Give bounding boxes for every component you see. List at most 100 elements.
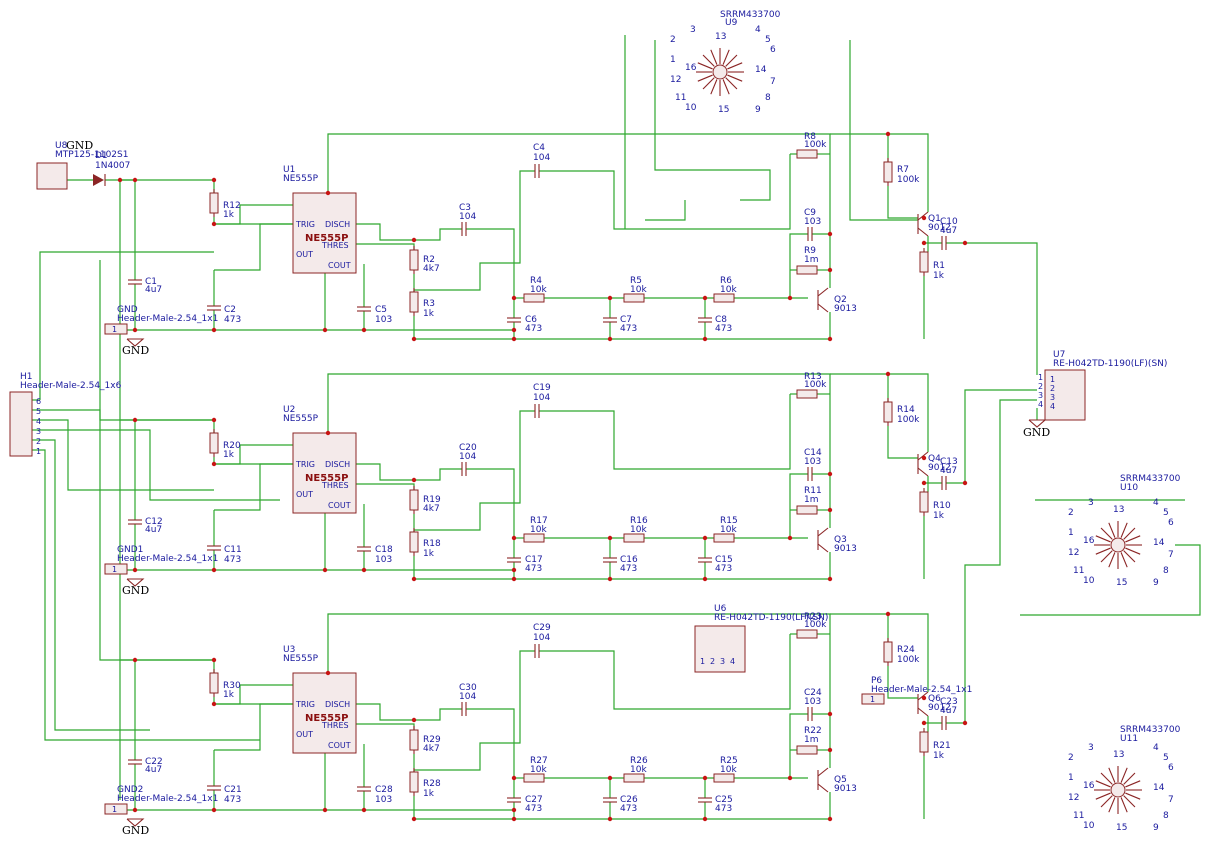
value: 9013: [834, 304, 857, 314]
junction-dot: [322, 567, 328, 573]
srrm-u11: [1094, 766, 1142, 814]
wire: [887, 426, 918, 459]
ref: R25: [720, 756, 738, 766]
wire: [356, 723, 415, 730]
junction-dot: [702, 535, 708, 541]
resistor: [523, 773, 545, 783]
resistor: [713, 773, 735, 783]
u11-pin: 12: [1068, 793, 1079, 803]
wire: [830, 373, 929, 452]
pin: 1: [112, 565, 117, 574]
junction-dot: [827, 576, 833, 582]
junction-dot: [211, 221, 217, 227]
value: 10k: [530, 525, 547, 535]
value: 100k: [897, 175, 920, 185]
wire: [39, 251, 214, 400]
u11-pin: 5: [1163, 753, 1169, 763]
junction-dot: [132, 177, 138, 183]
ref: U10: [1120, 483, 1138, 493]
value: 473: [715, 324, 732, 334]
junction-dot: [702, 336, 708, 342]
h1-pin: 4: [36, 417, 41, 426]
ne555-ic-1: [292, 192, 357, 274]
resistor: [796, 389, 818, 399]
junction-dot: [511, 336, 517, 342]
wire: [466, 468, 515, 558]
value: 104: [459, 212, 476, 222]
ref: R10: [933, 501, 951, 511]
ref: C3: [459, 203, 471, 213]
part: Header-Male-2.54_1x6: [20, 381, 122, 391]
junction-dot: [325, 670, 331, 676]
pin-thres: THRES: [321, 241, 349, 250]
resistor: [523, 293, 545, 303]
u10-pin: 5: [1163, 508, 1169, 518]
connector-u6: [694, 625, 746, 673]
u7-pin-inner: 1: [1050, 375, 1055, 384]
ic-part: NE555P: [283, 174, 319, 184]
ref: R22: [804, 726, 822, 736]
junction-dot: [962, 720, 968, 726]
value: 473: [620, 804, 637, 814]
resistor: [409, 531, 419, 553]
pin-disch: DISCH: [325, 220, 350, 229]
value: 10k: [630, 525, 647, 535]
ref: Q4: [928, 454, 941, 464]
ref: Q1: [928, 214, 941, 224]
value: 103: [375, 315, 392, 325]
wire: [539, 394, 791, 470]
junction-dot: [511, 567, 517, 573]
junction-dot: [921, 695, 927, 701]
pin-cout: COUT: [328, 261, 351, 270]
ref: C24: [804, 688, 822, 698]
value: 103: [804, 697, 821, 707]
pin-thres: THRES: [321, 721, 349, 730]
value: 1m: [804, 255, 819, 265]
value: 9012: [928, 703, 951, 713]
junction-dot: [885, 371, 891, 377]
resistor: [919, 251, 929, 273]
value: 473: [525, 804, 542, 814]
part: 1N4007: [95, 161, 130, 171]
value: 473: [525, 564, 542, 574]
junction-dot: [607, 576, 613, 582]
junction-dot: [132, 417, 138, 423]
junction-dot: [211, 657, 217, 663]
ground-symbol: [126, 818, 145, 827]
u10-pin: 9: [1153, 578, 1159, 588]
junction-dot: [511, 775, 517, 781]
resistor: [883, 161, 893, 183]
ref: C14: [804, 448, 822, 458]
wire: [849, 40, 918, 221]
part: RE-H042TD-1190(LF)(SN): [1053, 359, 1167, 369]
resistor: [796, 265, 818, 275]
gnd-label: GND: [66, 139, 93, 152]
part: RE-H042TD-1190(LF)(SN): [714, 613, 828, 623]
u9-pin: 6: [770, 45, 776, 55]
resistor: [409, 291, 419, 313]
wire: [414, 708, 462, 721]
ic-ref: U2: [283, 405, 295, 415]
ne555-ic-2: [292, 432, 357, 514]
wire: [214, 223, 293, 271]
u9-pin: 2: [670, 35, 676, 45]
junction-dot: [787, 775, 793, 781]
u10-pin: 13: [1113, 505, 1124, 515]
junction-dot: [827, 267, 833, 273]
value: 9012: [928, 223, 951, 233]
ref: C16: [620, 555, 638, 565]
junction-dot: [361, 327, 367, 333]
ref: C18: [375, 545, 393, 555]
junction-dot: [702, 576, 708, 582]
wire: [327, 133, 831, 288]
value: 10k: [530, 285, 547, 295]
gnd-label: GND: [1023, 426, 1050, 439]
u10-pin: 1: [1068, 528, 1074, 538]
u7-pin: 3: [1038, 391, 1043, 400]
junction-dot: [511, 807, 517, 813]
part: SRRM433700: [1120, 725, 1181, 735]
u11-pin: 14: [1153, 783, 1165, 793]
junction-dot: [921, 455, 927, 461]
diode-icon: [93, 174, 104, 186]
junction-dot: [211, 327, 217, 333]
